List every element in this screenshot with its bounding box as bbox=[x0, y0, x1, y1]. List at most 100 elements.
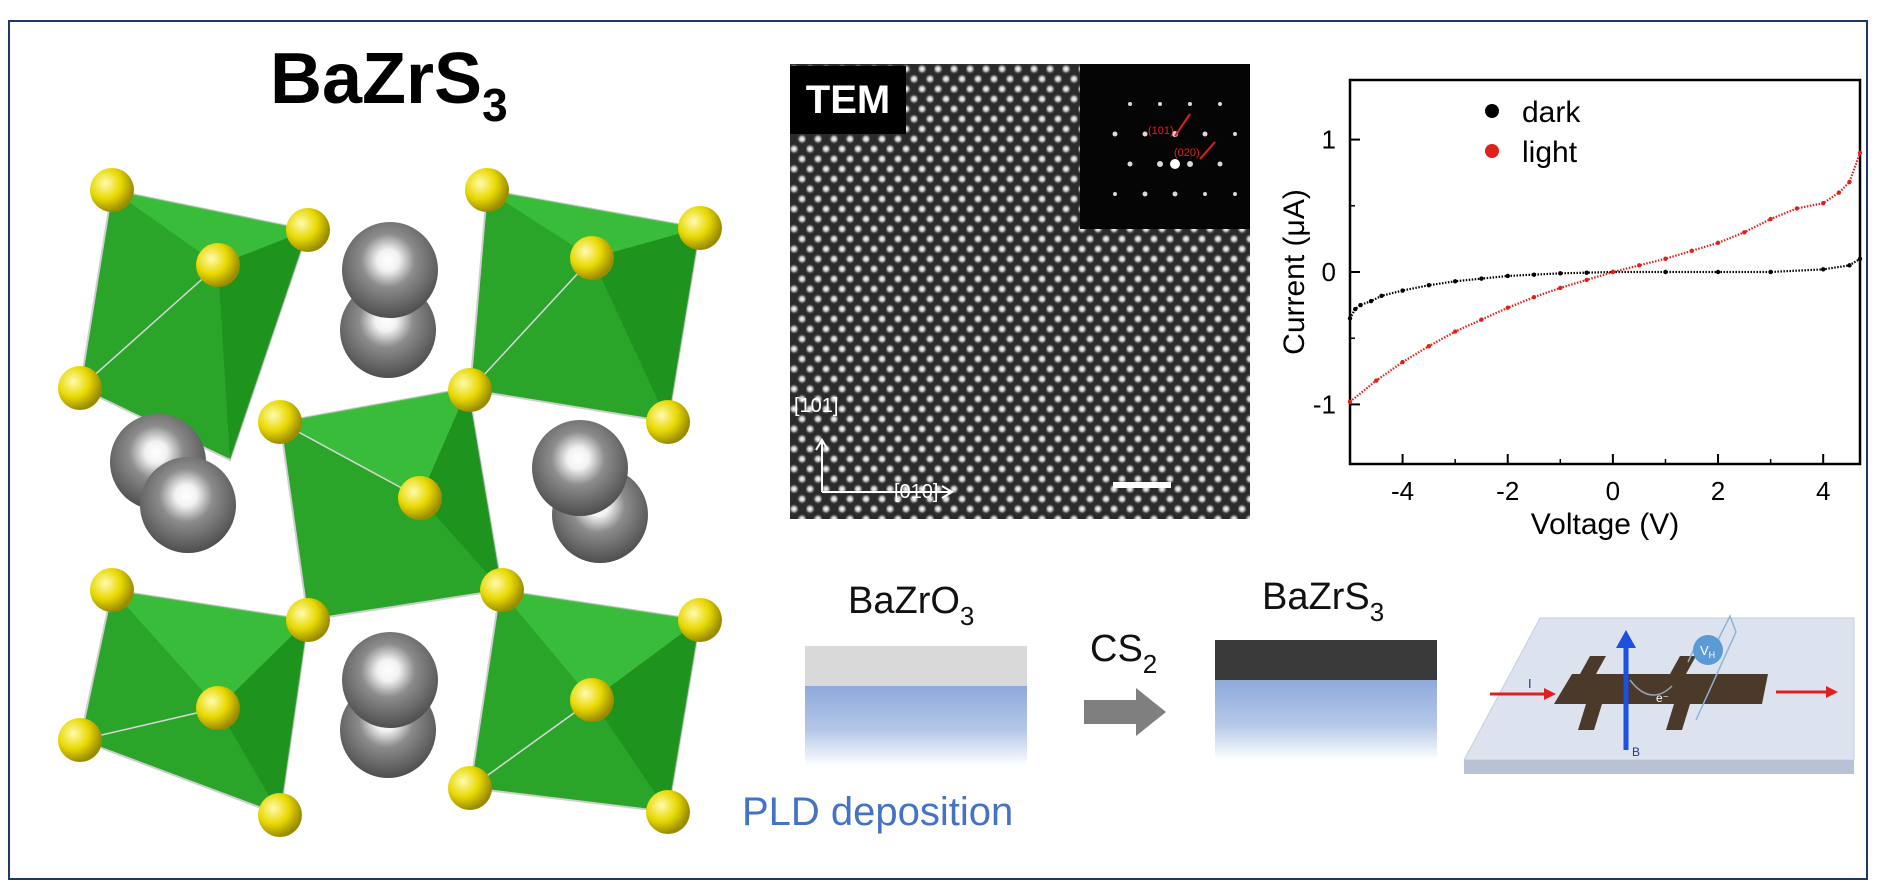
bazro3-layer bbox=[805, 646, 1027, 686]
data-point bbox=[1347, 316, 1353, 321]
data-point bbox=[1663, 256, 1668, 261]
x-tick-label: 2 bbox=[1711, 476, 1725, 506]
barium-atom bbox=[340, 222, 438, 378]
data-point bbox=[1768, 269, 1773, 275]
legend-label-dark: dark bbox=[1522, 96, 1581, 129]
data-point bbox=[1742, 230, 1747, 235]
data-point bbox=[1836, 190, 1842, 195]
bazrs3-label: BaZrS3 bbox=[1262, 576, 1385, 627]
series-light bbox=[1347, 150, 1863, 404]
data-point bbox=[1794, 206, 1800, 211]
data-point bbox=[1505, 305, 1510, 310]
data-point bbox=[1558, 285, 1563, 291]
data-point bbox=[1584, 270, 1589, 275]
sulfur-atoms bbox=[58, 168, 722, 837]
data-point bbox=[1689, 248, 1694, 254]
legend-marker-light bbox=[1485, 144, 1499, 158]
lattice-axes bbox=[815, 438, 954, 499]
substrate bbox=[805, 686, 1027, 766]
data-point bbox=[1358, 302, 1363, 308]
voltmeter-icon bbox=[1693, 635, 1723, 665]
data-point bbox=[1820, 267, 1826, 272]
barium-atom bbox=[110, 414, 236, 553]
bazrs3-layer bbox=[1215, 640, 1437, 680]
barium-atom bbox=[532, 420, 648, 563]
zrs6-octahedron bbox=[278, 386, 504, 622]
barium-atom bbox=[340, 632, 438, 778]
legend-label-light: light bbox=[1522, 136, 1578, 169]
bazro3-label: BaZrO3 bbox=[848, 580, 975, 631]
iv-chart: -4 -2 0 2 4 -1 0 1 dark light Voltage (V) Curre… bbox=[1278, 78, 1863, 541]
crystal-structure bbox=[58, 168, 722, 837]
legend-marker-dark bbox=[1485, 104, 1499, 118]
data-point bbox=[1768, 216, 1773, 222]
data-point bbox=[1452, 279, 1458, 284]
data-point bbox=[1715, 269, 1721, 275]
data-point bbox=[1531, 294, 1537, 300]
field-label: B bbox=[1632, 745, 1640, 759]
fft-inset: (101) (020) bbox=[1080, 64, 1250, 229]
oxide-film-stack bbox=[805, 646, 1027, 766]
tem-badge: TEM bbox=[790, 66, 906, 134]
fft-label-101: (101) bbox=[1148, 125, 1174, 137]
zrs6-octahedron bbox=[468, 188, 702, 424]
structure-title: BaZrS3 bbox=[270, 39, 508, 131]
zrs6-octahedron bbox=[78, 588, 310, 817]
voltmeter-label: VH bbox=[1700, 643, 1715, 660]
fft-label-020: (020) bbox=[1174, 147, 1200, 159]
hall-measurement-diagram: I B e⁻ VH bbox=[1463, 614, 1855, 774]
y-tick-label: 0 bbox=[1322, 257, 1336, 287]
data-point bbox=[1479, 317, 1484, 322]
y-tick-label: 1 bbox=[1322, 125, 1336, 155]
series-dark bbox=[1347, 256, 1863, 321]
data-point bbox=[1400, 288, 1405, 293]
tem-image: (101) (020) [101] [010] bbox=[790, 64, 1250, 519]
substrate bbox=[1215, 680, 1437, 760]
series-line-light bbox=[1349, 152, 1862, 403]
data-point bbox=[1584, 277, 1589, 283]
figure-frame bbox=[8, 20, 1868, 880]
y-axis-label: Current (μA) bbox=[1278, 189, 1311, 355]
data-point bbox=[1558, 271, 1563, 276]
scale-bar bbox=[1113, 482, 1171, 488]
axis-ticks: -4 -2 0 2 4 -1 0 1 bbox=[1313, 125, 1831, 506]
x-tick-label: 0 bbox=[1606, 476, 1620, 506]
sulfide-film-stack bbox=[1215, 640, 1437, 760]
process-arrow-icon bbox=[1084, 688, 1166, 736]
pld-deposition-label: PLD deposition bbox=[742, 790, 1014, 834]
legend: dark light bbox=[1485, 96, 1581, 169]
data-point bbox=[1347, 399, 1353, 404]
zrs6-octahedron bbox=[78, 188, 310, 462]
data-point bbox=[1400, 359, 1405, 365]
data-point bbox=[1820, 200, 1826, 206]
x-axis-label: Voltage (V) bbox=[1531, 508, 1679, 541]
axis-label-010: [010] bbox=[894, 481, 938, 503]
x-tick-label: -4 bbox=[1391, 476, 1414, 506]
data-point bbox=[1379, 293, 1384, 299]
data-point bbox=[1426, 283, 1432, 288]
data-point bbox=[1610, 269, 1616, 275]
axis-label-101: [101] bbox=[794, 395, 838, 417]
x-tick-label: -2 bbox=[1496, 476, 1519, 506]
data-point bbox=[1353, 306, 1358, 312]
data-point bbox=[1857, 256, 1863, 261]
data-point bbox=[1452, 329, 1458, 334]
data-point bbox=[1374, 378, 1379, 383]
y-tick-label: -1 bbox=[1313, 389, 1336, 419]
data-point bbox=[1479, 276, 1484, 281]
x-tick-label: 4 bbox=[1816, 476, 1830, 506]
data-point bbox=[1857, 150, 1863, 156]
data-point bbox=[1505, 273, 1510, 279]
data-series bbox=[1347, 150, 1863, 404]
data-point bbox=[1531, 272, 1537, 277]
data-point bbox=[1847, 263, 1852, 268]
data-point bbox=[1715, 240, 1721, 246]
hall-bar bbox=[1554, 674, 1768, 704]
data-point bbox=[1847, 179, 1852, 185]
data-point bbox=[1368, 298, 1374, 304]
data-point bbox=[1426, 343, 1432, 349]
electron-label: e⁻ bbox=[1656, 691, 1669, 705]
current-label: I bbox=[1528, 676, 1532, 691]
cs2-label: CS2 bbox=[1090, 628, 1158, 679]
data-point bbox=[1636, 263, 1642, 268]
